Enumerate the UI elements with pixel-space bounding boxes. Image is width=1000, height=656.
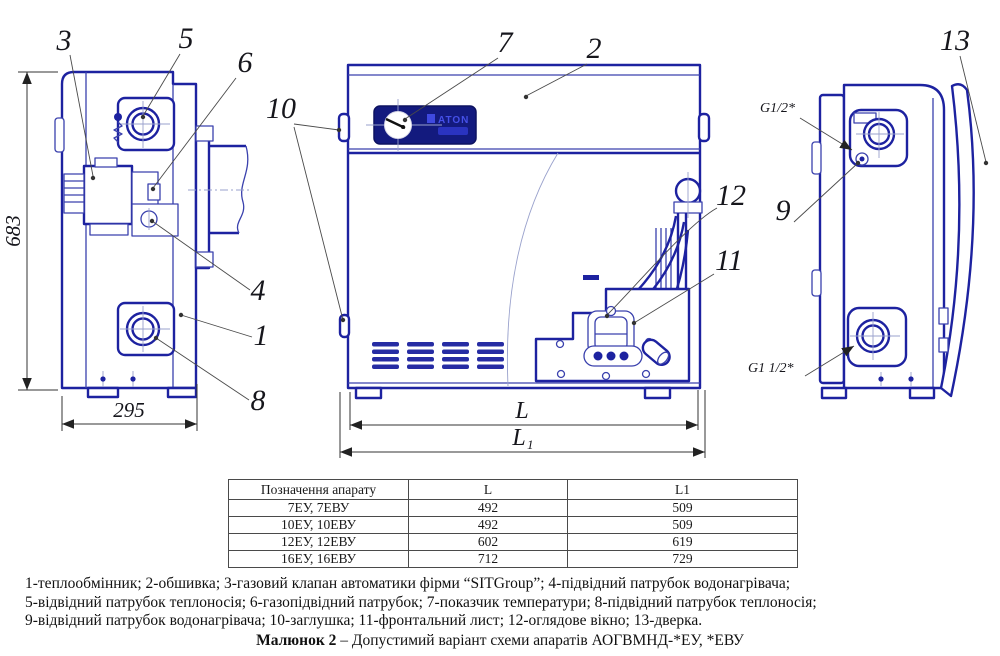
cutaway-curve — [506, 152, 559, 387]
callouts: 3 5 6 10 4 1 8 7 2 12 11 13 9 — [56, 22, 989, 417]
pipe-break-line — [236, 145, 249, 234]
svg-text:L: L — [511, 425, 525, 451]
left-side-view — [54, 70, 252, 399]
plug-lower — [338, 313, 351, 339]
svg-text:8: 8 — [251, 384, 266, 417]
svg-text:2: 2 — [587, 32, 602, 65]
foot — [166, 386, 198, 399]
foot — [354, 386, 383, 400]
legend: 1-теплообмінник; 2-обшивка; 3-газовий кл… — [0, 575, 1000, 650]
side-flange — [194, 130, 211, 270]
aton-logo-icon — [427, 114, 435, 123]
svg-text:12: 12 — [716, 179, 746, 212]
callout-6: 6 — [150, 46, 253, 192]
plug-upper — [337, 112, 351, 143]
legend-line-3: 9-відвідний патрубок водонагрівача; 10-з… — [25, 612, 703, 629]
hinge — [938, 337, 949, 353]
dimensions: 683 295 L L 1 G1/2* G1 1/2* — [1, 71, 855, 458]
gas-valve — [63, 157, 161, 236]
foot — [643, 386, 672, 400]
brand-text: ATON — [438, 115, 469, 126]
table-header-row: Позначення апарату L L1 — [228, 479, 798, 500]
svg-text:1: 1 — [527, 437, 534, 452]
svg-text:295: 295 — [113, 398, 145, 422]
table-row: 10ЕУ, 10ЕВУ 492 509 — [228, 516, 798, 534]
legend-line-1: 1-теплообмінник; 2-обшивка; 3-газовий кл… — [25, 575, 791, 592]
table-row: 7ЕУ, 7ЕВУ 492 509 — [228, 499, 798, 517]
spring — [113, 121, 123, 143]
bolt — [114, 113, 122, 121]
table-row: 12ЕУ, 12ЕВУ 602 619 — [228, 533, 798, 551]
legend-line-2: 5-відвідний патрубок теплоносія; 6-газоп… — [25, 593, 817, 611]
sight-window — [583, 305, 643, 367]
front-view: ATON — [337, 63, 711, 400]
callout-7: 7 — [402, 26, 515, 123]
dash-mark — [583, 275, 599, 280]
foot — [820, 386, 848, 400]
table-row: 16ЕУ, 16ЕВУ 712 729 — [228, 550, 798, 568]
svg-text:6: 6 — [238, 46, 253, 79]
figure-title: – Допустимий варіант схеми апаратів АОГВ… — [336, 631, 744, 649]
label-g-half: G1/2* — [760, 101, 853, 151]
callout-1: 1 — [178, 312, 269, 352]
svg-text:683: 683 — [1, 215, 25, 247]
svg-text:9: 9 — [776, 194, 791, 227]
right-side-view — [811, 83, 975, 400]
callout-4: 4 — [149, 218, 266, 307]
hinge — [938, 307, 949, 325]
col-L: L — [408, 479, 568, 500]
svg-text:10: 10 — [266, 92, 296, 125]
brand-subtext-bar — [438, 127, 468, 135]
technical-drawing: ATON — [1, 22, 989, 458]
callout-11: 11 — [631, 244, 743, 326]
foot — [908, 386, 936, 400]
dim-height-683: 683 — [1, 71, 58, 391]
figure-number: Малюнок 2 — [256, 631, 337, 649]
gas-pipe — [209, 144, 246, 235]
burner-nozzle — [641, 338, 671, 367]
door — [939, 83, 975, 398]
svg-text:11: 11 — [715, 244, 743, 277]
svg-text:3: 3 — [56, 24, 72, 57]
callout-10: 10 — [266, 92, 346, 323]
vent-slots — [372, 342, 504, 369]
dim-L1: L 1 — [339, 390, 706, 458]
figure-caption: Малюнок 2 – Допустимий варіант схеми апа… — [0, 632, 1000, 651]
callout-3: 3 — [56, 24, 96, 181]
col-designation: Позначення апарату — [228, 479, 409, 500]
svg-text:L: L — [514, 398, 528, 424]
control-panel: ATON — [366, 99, 477, 151]
dim-depth-295: 295 — [61, 384, 198, 431]
svg-text:1: 1 — [254, 319, 269, 352]
plug-right — [697, 112, 711, 143]
callout-9: 9 — [776, 160, 861, 227]
svg-text:G1/2*: G1/2* — [760, 101, 795, 116]
svg-text:13: 13 — [940, 24, 970, 57]
callout-12: 12 — [604, 179, 746, 319]
callout-13: 13 — [940, 24, 989, 166]
spec-table: Позначення апарату L L1 7ЕУ, 7ЕВУ 492 50… — [228, 479, 798, 568]
svg-text:4: 4 — [251, 274, 266, 307]
callout-8: 8 — [153, 335, 266, 417]
foot — [86, 386, 120, 399]
svg-text:G1 1/2*: G1 1/2* — [748, 361, 794, 376]
dim-L: L — [349, 390, 699, 430]
label-g-one-half: G1 1/2* — [748, 345, 855, 377]
col-L1: L1 — [567, 479, 798, 500]
callout-2: 2 — [523, 32, 602, 100]
svg-text:5: 5 — [179, 22, 194, 55]
svg-text:7: 7 — [498, 26, 515, 59]
rear-tab — [54, 117, 65, 153]
callout-5: 5 — [140, 22, 194, 120]
